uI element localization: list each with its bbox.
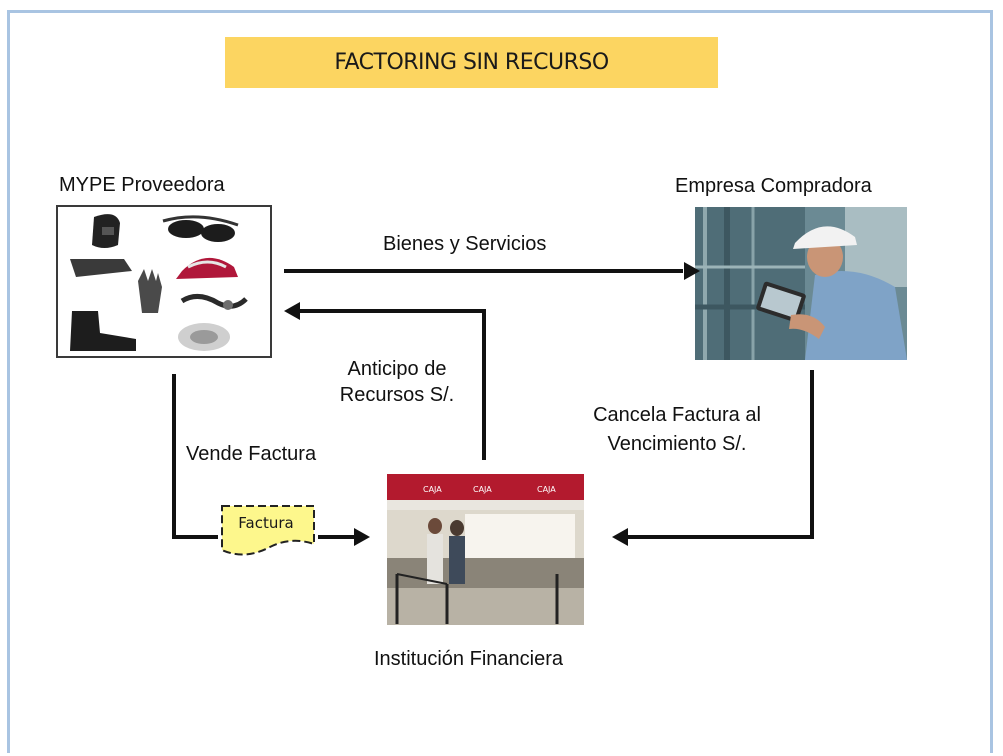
empresa-label: Empresa Compradora <box>675 175 872 197</box>
cancela-label: Cancela Factura al Vencimiento S/. <box>572 401 782 459</box>
svg-text:CAJA: CAJA <box>537 485 556 494</box>
empresa-image <box>695 207 907 360</box>
page-title: FACTORING SIN RECURSO <box>334 50 609 75</box>
bank-counter-icon: CAJA CAJA CAJA <box>387 474 584 625</box>
svg-text:CAJA: CAJA <box>423 485 442 494</box>
anticipo-label-line1: Anticipo de <box>347 358 447 380</box>
mype-image <box>56 205 272 358</box>
cancela-label-line1: Cancela Factura al <box>593 404 761 426</box>
institucion-label: Institución Financiera <box>374 648 563 670</box>
svg-text:CAJA: CAJA <box>473 485 492 494</box>
factura-document: Factura <box>218 502 318 562</box>
anticipo-label-line2: Recursos S/. <box>339 384 455 406</box>
title-banner: FACTORING SIN RECURSO <box>225 37 718 88</box>
bienes-label: Bienes y Servicios <box>383 233 547 255</box>
safety-equipment-icon <box>70 214 248 351</box>
vende-label: Vende Factura <box>186 443 317 465</box>
slide-frame <box>7 10 993 753</box>
mype-label: MYPE Proveedora <box>59 174 225 196</box>
engineer-with-tablet-icon <box>695 207 907 360</box>
factura-label: Factura <box>238 514 294 532</box>
cancela-label-line2: Vencimiento S/. <box>607 433 747 455</box>
document-icon <box>221 505 315 556</box>
anticipo-label: Anticipo de Recursos S/. <box>322 356 472 408</box>
institucion-image: CAJA CAJA CAJA <box>387 474 584 625</box>
